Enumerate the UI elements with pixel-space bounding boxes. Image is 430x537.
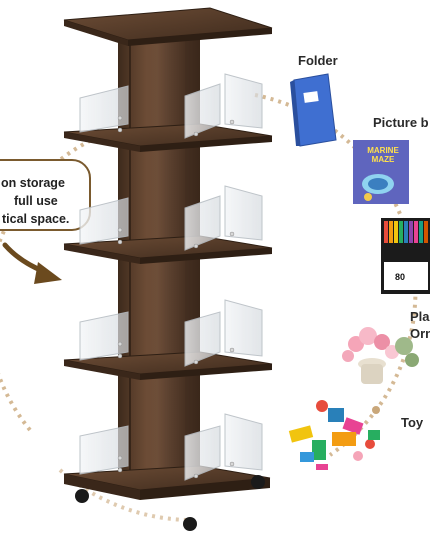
caster-wheels [75,475,265,531]
callout-line-3: tical space. [2,212,70,226]
shelf-base [63,465,271,500]
arc-dots [372,406,380,414]
shelf-2 [63,235,273,264]
picture-book-icon [353,140,409,204]
curved-arrow-icon [2,242,62,284]
marker-box-icon [381,218,430,294]
callout-bubble [0,159,91,231]
label-toys: Toy [401,415,424,430]
label-plants-line1: Pla [410,309,430,324]
toy-blocks-icon [288,400,380,470]
book-title-line-2: MAZE [371,155,395,164]
book-title-line-1: MARINE [367,146,399,155]
acrylic-dividers [79,73,263,481]
book-title: MARINE MAZE [358,146,408,164]
folder-icon [290,73,337,147]
marker-count: 80 [395,272,406,282]
shelf-1 [63,123,273,152]
callout-line-2: full use [14,194,58,208]
label-folder: Folder [298,53,338,68]
screws [117,115,235,479]
shelf-3 [63,351,273,380]
label-plants-line2: Orn [410,326,430,341]
rotating-bookshelf [63,7,273,531]
label-picture-books: Picture b [373,115,429,130]
flower-pot-icon [342,327,419,384]
callout-line-1: on storage [1,176,65,190]
